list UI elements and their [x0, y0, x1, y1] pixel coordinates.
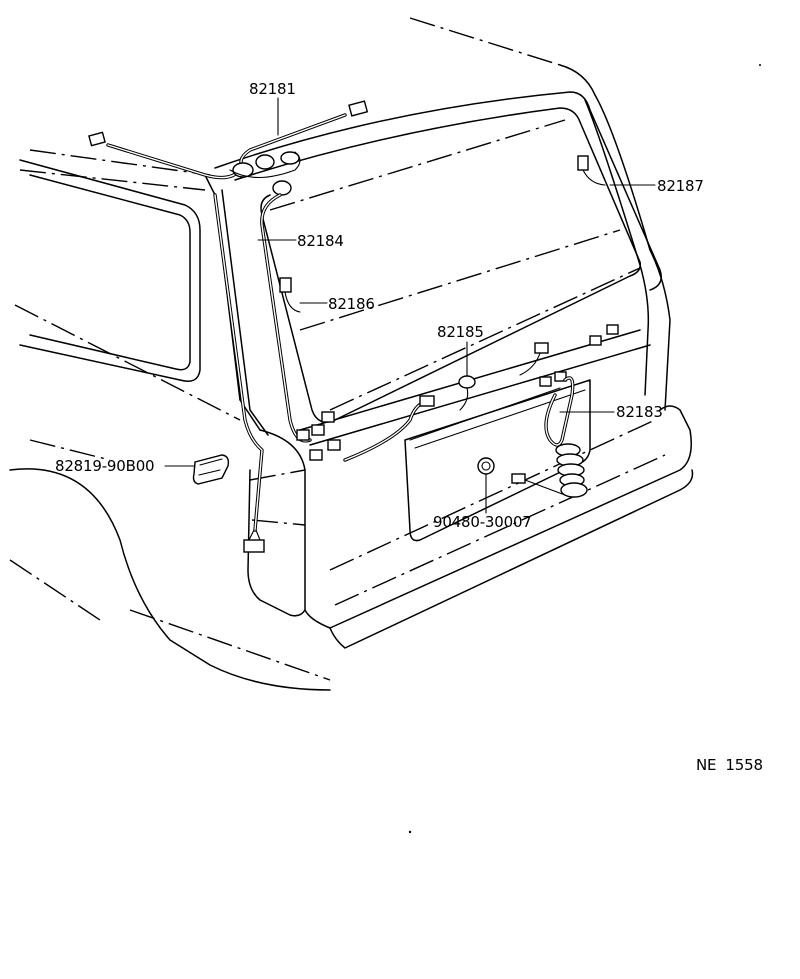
callout-90480-30007: 90480-30007	[433, 513, 532, 531]
callout-82819-90b00: 82819-90B00	[55, 457, 155, 475]
callout-82185: 82185	[437, 323, 484, 341]
callout-82184: 82184	[297, 232, 344, 250]
callout-82187: 82187	[657, 177, 704, 195]
callout-82186: 82186	[328, 295, 375, 313]
callout-82181: 82181	[249, 80, 296, 98]
diagram-code: NE 1558	[696, 756, 763, 774]
callout-82183: 82183	[616, 403, 663, 421]
